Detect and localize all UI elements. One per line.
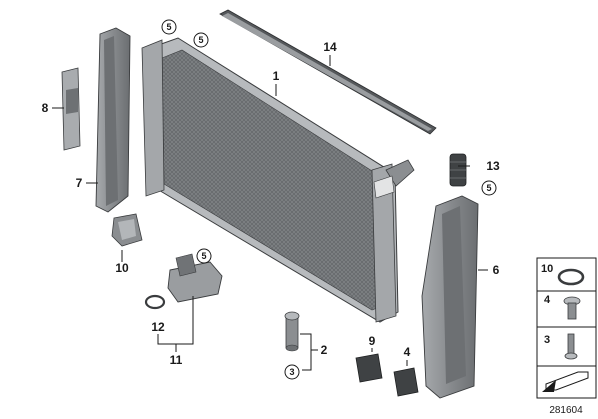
callout-3-label: 3 [289, 367, 294, 377]
callout-1: 1 [273, 69, 280, 83]
callout-5-label: 5 [166, 22, 171, 32]
plug-part-2 [284, 311, 300, 352]
direction-arrow-icon [542, 371, 589, 392]
leader-lines [52, 55, 488, 371]
legend-o-ring-icon [557, 268, 585, 286]
radiator-part [141, 37, 415, 323]
callout-2: 2 [321, 343, 328, 357]
callout-4: 4 [404, 345, 411, 359]
callout-12: 12 [151, 320, 165, 334]
legend-panel: 10 4 3 [536, 257, 597, 399]
legend-label-3: 3 [544, 334, 550, 346]
callout-13: 13 [486, 159, 500, 173]
document-number: 281604 [549, 405, 583, 416]
right-air-duct-part [421, 195, 479, 399]
callout-11: 11 [170, 353, 183, 367]
bracket-part [61, 67, 81, 151]
rubber-buffer-part-13 [449, 153, 467, 187]
seal-strip-part [219, 9, 437, 135]
callout-14: 14 [323, 40, 337, 54]
legend-screw-icon [564, 333, 578, 360]
callout-9: 9 [369, 334, 376, 348]
callout-numbers: 1 14 13 6 7 8 10 12 11 2 9 4 [42, 40, 500, 367]
circle-callouts-5: 5 5 5 5 3 [161, 19, 497, 380]
callout-8: 8 [42, 101, 49, 115]
callout-5-label: 5 [198, 35, 203, 45]
left-air-duct-part [95, 27, 131, 213]
mount-part-9 [355, 353, 383, 383]
callout-7: 7 [76, 176, 83, 190]
legend-label-4: 4 [544, 294, 551, 306]
clip-part-10 [111, 213, 143, 247]
mount-part-4 [393, 367, 419, 397]
o-ring-part-12 [144, 294, 166, 310]
sensor-part [167, 253, 223, 303]
callout-5-label: 5 [201, 251, 206, 261]
legend-clip-icon [563, 296, 581, 320]
callout-10: 10 [115, 261, 129, 275]
callout-5-label: 5 [486, 183, 491, 193]
legend-label-10: 10 [541, 263, 553, 275]
callout-6: 6 [493, 263, 500, 277]
